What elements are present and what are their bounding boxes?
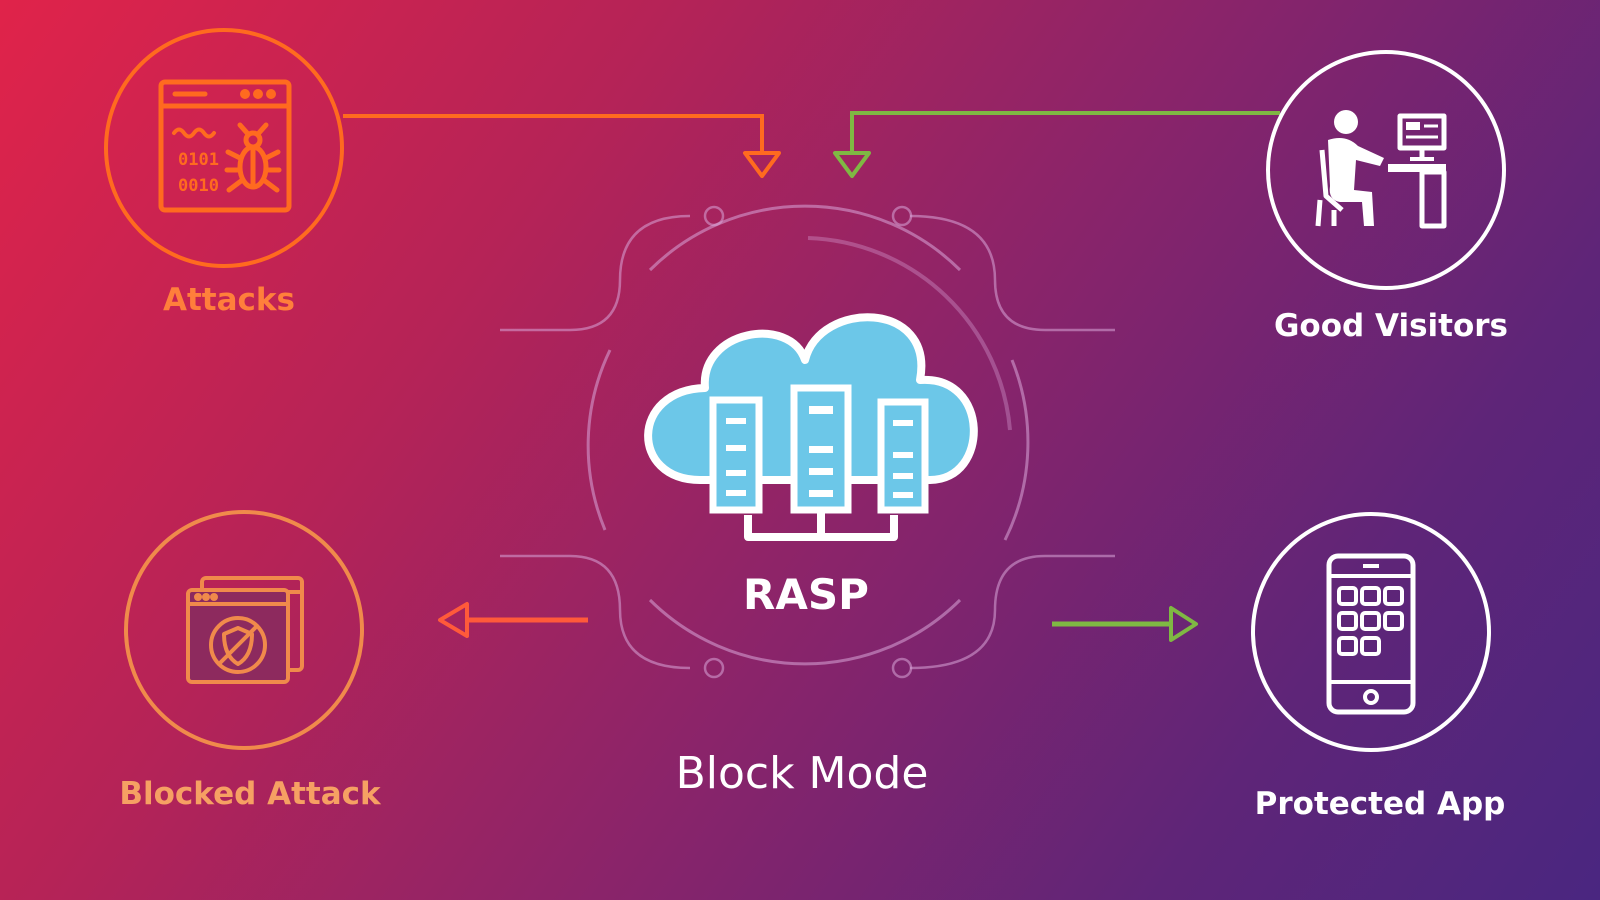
allowed-outflow-arrow <box>1052 606 1198 642</box>
blocked-attack-circle <box>124 510 364 750</box>
code-line-1: 0101 <box>178 150 219 170</box>
blocked-attack-label: Blocked Attack <box>119 776 381 812</box>
node-dot-bottom-left <box>703 657 725 679</box>
blocked-outflow-arrow <box>438 602 588 638</box>
user-at-computer-icon <box>1315 110 1447 229</box>
server-right <box>877 398 929 514</box>
protected-app-node <box>1251 512 1491 752</box>
ring-arc-right <box>1003 359 1030 541</box>
protected-app-circle <box>1251 512 1491 752</box>
good-visitors-circle <box>1266 50 1506 290</box>
ring-arc-inner <box>807 236 1012 431</box>
node-dot-bottom-right <box>891 657 913 679</box>
ring-arc-left <box>586 349 612 531</box>
blocked-attack-node <box>124 510 364 750</box>
ring-arc-bottom <box>648 598 962 666</box>
good-visitors-label: Good Visitors <box>1273 308 1509 344</box>
protected-app-label: Protected App <box>1254 786 1506 822</box>
cloud-servers-icon <box>644 313 978 541</box>
circuit-traces <box>500 205 1115 679</box>
trace-bottom-left <box>500 554 691 670</box>
good-visitors-node <box>1266 50 1506 290</box>
good-inflow-arrow <box>833 111 1280 178</box>
bug-code-window-icon: 0101 0010 <box>158 79 292 213</box>
mode-label: Block Mode <box>675 748 929 799</box>
attacks-circle <box>104 28 344 268</box>
attack-inflow-arrow <box>343 114 781 178</box>
center-rings <box>586 204 1030 666</box>
blocked-shield-window-icon <box>186 576 304 684</box>
server-left <box>709 396 763 514</box>
attacks-label: Attacks <box>163 282 295 318</box>
trace-top-left <box>500 214 691 332</box>
node-dot-top-left <box>703 205 725 227</box>
rasp-label: RASP <box>743 570 869 619</box>
smartphone-apps-icon <box>1326 553 1416 715</box>
trace-top-right <box>909 214 1115 332</box>
code-line-2: 0010 <box>178 176 219 196</box>
attacks-node: 0101 0010 <box>104 28 344 268</box>
server-middle <box>790 384 852 514</box>
trace-bottom-right <box>909 554 1115 670</box>
node-dot-top-right <box>891 205 913 227</box>
ring-arc-top <box>648 204 962 272</box>
